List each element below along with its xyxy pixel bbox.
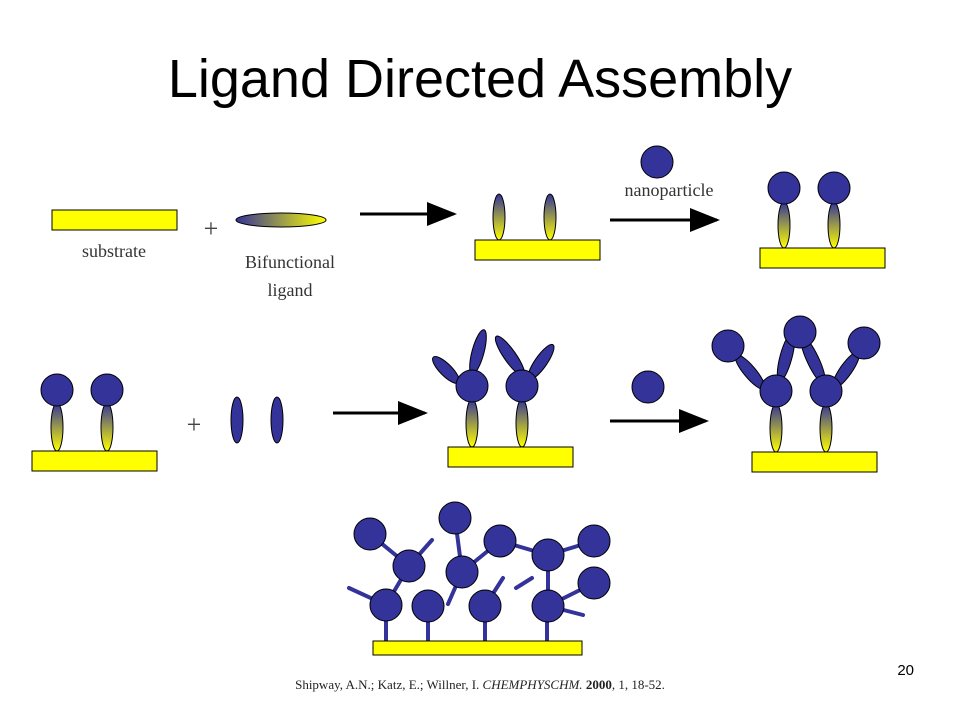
citation: Shipway, A.N.; Katz, E.; Willner, I. CHE…	[0, 677, 960, 693]
ligand	[100, 402, 114, 452]
ligand	[819, 403, 833, 453]
nanoparticle	[445, 555, 479, 589]
substrate-bar	[751, 451, 878, 473]
citation-volume: , 1, 18-52.	[611, 677, 665, 692]
plus-sign: +	[204, 214, 219, 243]
substrate-bar	[474, 239, 601, 261]
nanoparticle	[483, 524, 517, 558]
nanoparticle	[392, 549, 426, 583]
substrate-bar	[447, 446, 574, 468]
bifunctional-ligand	[235, 212, 327, 228]
nanoparticle	[353, 517, 387, 551]
substrate-bar	[31, 450, 158, 472]
nanoparticle	[468, 589, 502, 623]
nanoparticle	[783, 315, 817, 349]
nanoparticle	[640, 145, 674, 179]
citation-journal: CHEMPHYSCHM.	[482, 677, 583, 692]
citation-year: 2000	[585, 677, 612, 692]
linker-ligand	[230, 396, 244, 444]
nanoparticle	[577, 524, 611, 558]
nanoparticle	[411, 589, 445, 623]
nanoparticle	[531, 538, 565, 572]
nanoparticle-label: nanoparticle	[625, 180, 714, 200]
linker-ligand	[469, 329, 487, 375]
substrate-bar	[759, 247, 886, 269]
nanoparticle	[369, 588, 403, 622]
ligand	[465, 398, 479, 448]
nanoparticle	[817, 171, 851, 205]
ligand	[50, 402, 64, 452]
nanoparticle	[505, 369, 539, 403]
substrate-bar	[51, 209, 178, 231]
nanoparticle	[531, 589, 565, 623]
plus-sign: +	[187, 410, 202, 439]
nanoparticle	[631, 370, 665, 404]
slide-title: Ligand Directed Assembly	[167, 49, 793, 109]
ligand	[769, 403, 783, 453]
substrate-bar	[372, 640, 583, 656]
nanoparticle	[847, 326, 881, 360]
nanoparticle	[577, 566, 611, 600]
ligand-label-line1: Bifunctional	[245, 252, 335, 272]
nanoparticle	[90, 373, 124, 407]
nanoparticle	[759, 374, 793, 408]
nanoparticle	[455, 369, 489, 403]
ligand	[827, 201, 841, 249]
page-number: 20	[897, 662, 914, 679]
citation-authors: Shipway, A.N.; Katz, E.; Willner, I.	[295, 677, 480, 692]
nanoparticle	[809, 374, 843, 408]
nanoparticle	[711, 329, 745, 363]
linker-ligand	[270, 396, 284, 444]
ligand	[492, 193, 506, 241]
nanoparticle	[767, 171, 801, 205]
ligand	[515, 398, 529, 448]
ligand	[777, 201, 791, 249]
nanoparticle	[40, 373, 74, 407]
ligand-label-line2: ligand	[268, 280, 313, 300]
ligand	[543, 193, 557, 241]
substrate-label: substrate	[82, 241, 146, 261]
nanoparticle	[438, 501, 472, 535]
